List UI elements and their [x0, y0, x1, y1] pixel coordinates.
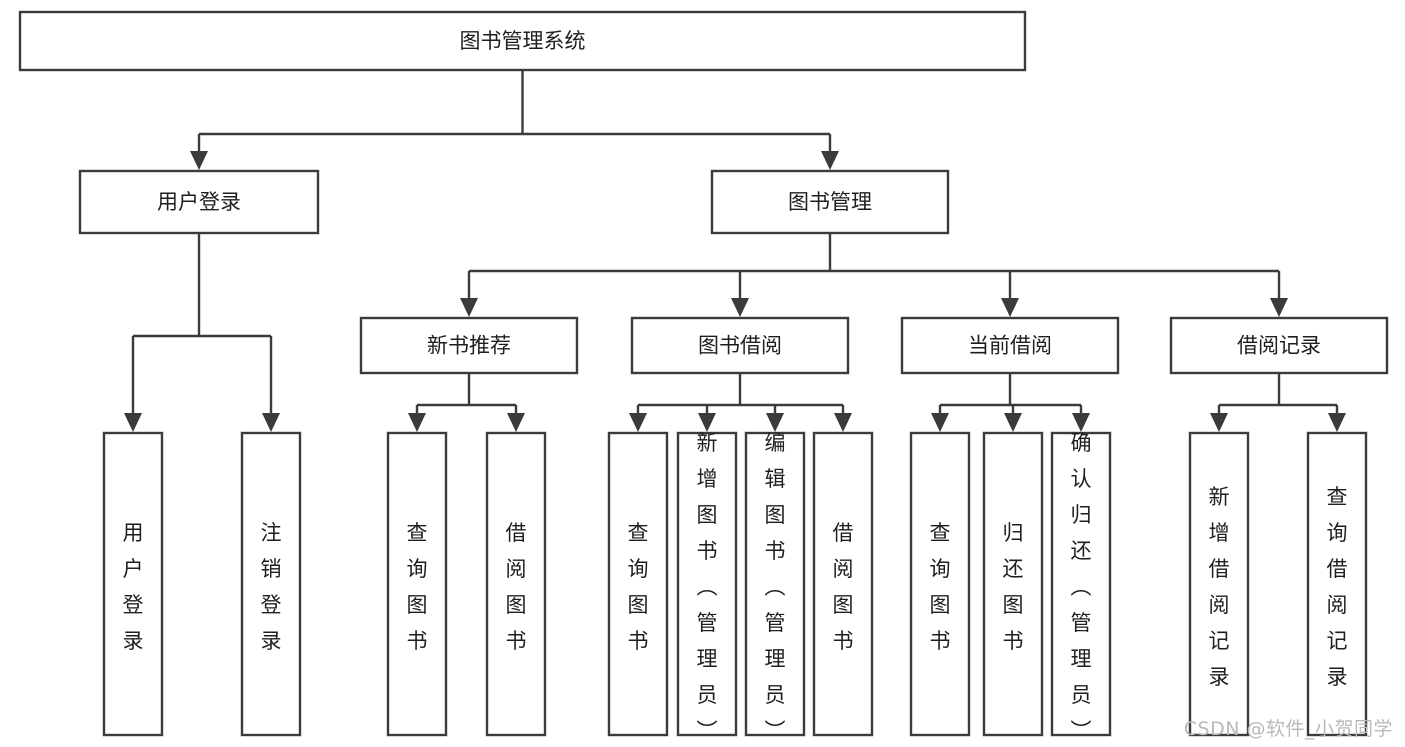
node-leaf-borrow-borrow-book-label: 借阅图书 — [833, 521, 854, 653]
node-leaf-current-return-book-label: 归还图书 — [1003, 521, 1024, 653]
node-leaf-borrow-edit-book-box[interactable] — [744, 431, 806, 737]
node-leaf-user-login-label: 用户登录 — [123, 521, 144, 653]
connector-root-arrow-1 — [821, 151, 839, 170]
connector-book-manage-arrow-0 — [460, 298, 478, 317]
node-leaf-current-confirm-return[interactable]: 确认归还︵管理员︶ — [1050, 431, 1112, 743]
node-book-manage[interactable]: 图书管理 — [710, 169, 950, 235]
connector-layer — [124, 70, 1346, 432]
node-current-borrow-box[interactable] — [900, 316, 1120, 375]
connector-book-borrow-arrow-1 — [698, 413, 716, 432]
node-root-root-box[interactable] — [18, 10, 1027, 72]
node-leaf-current-return-book-box[interactable] — [982, 431, 1044, 737]
node-leaf-record-add-label: 新增借阅记录 — [1209, 485, 1230, 689]
node-leaf-current-query-book[interactable]: 查询图书 — [909, 431, 971, 737]
node-new-book-recommend[interactable]: 新书推荐 — [359, 316, 579, 375]
node-book-manage-box[interactable] — [710, 169, 950, 235]
node-leaf-user-login-box[interactable] — [102, 431, 164, 737]
node-leaf-borrow-add-book-box[interactable] — [676, 431, 738, 737]
node-leaf-user-login[interactable]: 用户登录 — [102, 431, 164, 737]
node-leaf-record-add[interactable]: 新增借阅记录 — [1188, 431, 1250, 737]
node-leaf-borrow-borrow-book[interactable]: 借阅图书 — [812, 431, 874, 737]
node-leaf-borrow-edit-book[interactable]: 编辑图书︵管理员︶ — [744, 431, 806, 743]
node-current-borrow[interactable]: 当前借阅 — [900, 316, 1120, 375]
connector-new-book-recommend-arrow-0 — [408, 413, 426, 432]
node-leaf-borrow-query-book[interactable]: 查询图书 — [607, 431, 669, 737]
connector-book-manage-arrow-1 — [731, 298, 749, 317]
node-leaf-recommend-query-book-box[interactable] — [386, 431, 448, 737]
csdn-watermark: CSDN @软件_小贺同学 — [1183, 718, 1393, 740]
connector-borrow-record-arrow-1 — [1328, 413, 1346, 432]
connector-book-manage-arrow-2 — [1001, 298, 1019, 317]
connector-book-manage-arrow-3 — [1270, 298, 1288, 317]
node-book-borrow-box[interactable] — [630, 316, 850, 375]
node-book-manage-label: 图书管理 — [788, 190, 872, 214]
connector-current-borrow-arrow-2 — [1072, 413, 1090, 432]
connector-new-book-recommend-arrow-1 — [507, 413, 525, 432]
connector-root-arrow-0 — [190, 151, 208, 170]
node-layer: 图书管理系统用户登录图书管理新书推荐图书借阅当前借阅借阅记录用户登录注销登录查询… — [18, 10, 1389, 743]
node-root-root-label: 图书管理系统 — [460, 29, 586, 53]
node-book-borrow[interactable]: 图书借阅 — [630, 316, 850, 375]
node-leaf-recommend-borrow-book-label: 借阅图书 — [506, 521, 527, 653]
connector-current-borrow-arrow-1 — [1004, 413, 1022, 432]
connector-book-borrow-arrow-0 — [629, 413, 647, 432]
node-leaf-borrow-query-book-label: 查询图书 — [628, 521, 649, 653]
node-leaf-borrow-add-book-label: 新增图书︵管理员︶ — [697, 431, 718, 743]
node-borrow-record[interactable]: 借阅记录 — [1169, 316, 1389, 375]
node-leaf-record-add-box[interactable] — [1188, 431, 1250, 737]
node-leaf-user-logout[interactable]: 注销登录 — [240, 431, 302, 737]
node-leaf-current-query-book-box[interactable] — [909, 431, 971, 737]
connector-book-borrow-arrow-2 — [766, 413, 784, 432]
node-leaf-borrow-add-book[interactable]: 新增图书︵管理员︶ — [676, 431, 738, 743]
node-leaf-current-query-book-label: 查询图书 — [930, 521, 951, 653]
node-book-borrow-label: 图书借阅 — [698, 334, 782, 358]
node-leaf-borrow-borrow-book-box[interactable] — [812, 431, 874, 737]
node-leaf-record-query[interactable]: 查询借阅记录 — [1306, 431, 1368, 737]
node-leaf-recommend-query-book[interactable]: 查询图书 — [386, 431, 448, 737]
node-user-login-box[interactable] — [78, 169, 320, 235]
node-user-login-label: 用户登录 — [157, 190, 241, 214]
node-leaf-user-logout-box[interactable] — [240, 431, 302, 737]
connector-borrow-record-arrow-0 — [1210, 413, 1228, 432]
node-leaf-borrow-edit-book-label: 编辑图书︵管理员︶ — [765, 431, 786, 743]
node-leaf-current-confirm-return-box[interactable] — [1050, 431, 1112, 737]
connector-book-borrow-arrow-3 — [834, 413, 852, 432]
node-borrow-record-box[interactable] — [1169, 316, 1389, 375]
node-leaf-borrow-query-book-box[interactable] — [607, 431, 669, 737]
node-leaf-current-confirm-return-label: 确认归还︵管理员︶ — [1071, 431, 1092, 743]
node-leaf-current-return-book[interactable]: 归还图书 — [982, 431, 1044, 737]
node-leaf-recommend-query-book-label: 查询图书 — [407, 521, 428, 653]
node-root-root[interactable]: 图书管理系统 — [18, 10, 1027, 72]
node-current-borrow-label: 当前借阅 — [968, 334, 1052, 358]
node-leaf-user-logout-label: 注销登录 — [261, 521, 282, 653]
connector-user-login-arrow-0 — [124, 413, 142, 432]
node-leaf-record-query-box[interactable] — [1306, 431, 1368, 737]
node-user-login[interactable]: 用户登录 — [78, 169, 320, 235]
node-leaf-recommend-borrow-book-box[interactable] — [485, 431, 547, 737]
node-new-book-recommend-box[interactable] — [359, 316, 579, 375]
connector-current-borrow-arrow-0 — [931, 413, 949, 432]
connector-user-login-arrow-1 — [262, 413, 280, 432]
node-new-book-recommend-label: 新书推荐 — [427, 334, 511, 358]
node-leaf-record-query-label: 查询借阅记录 — [1327, 485, 1348, 689]
node-borrow-record-label: 借阅记录 — [1237, 334, 1321, 358]
node-leaf-recommend-borrow-book[interactable]: 借阅图书 — [485, 431, 547, 737]
